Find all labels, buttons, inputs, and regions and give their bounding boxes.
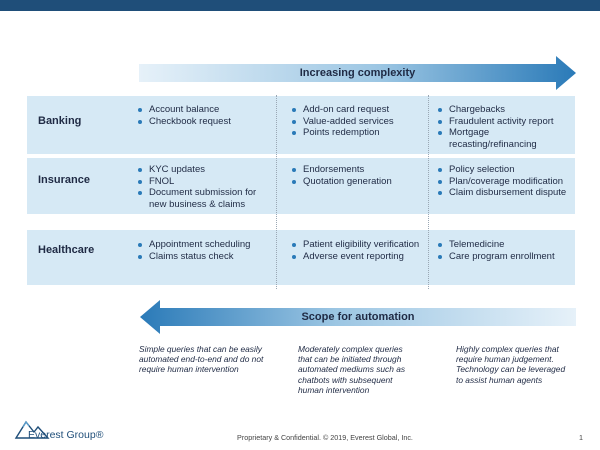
cell-insurance-simple: KYC updates FNOL Document submission for… xyxy=(136,164,268,210)
confidential-notice: Proprietary & Confidential. © 2019, Ever… xyxy=(237,433,413,442)
list-item: Add-on card request xyxy=(290,104,425,116)
list-item: Care program enrollment xyxy=(436,251,572,263)
list-item: Patient eligibility verification xyxy=(290,239,420,251)
list-item: FNOL xyxy=(136,176,268,188)
cell-insurance-moderate: Endorsements Quotation generation xyxy=(290,164,425,187)
list-item: Document submission for new business & c… xyxy=(136,187,268,210)
cell-healthcare-simple: Appointment scheduling Claims status che… xyxy=(136,239,271,262)
arrow-left-shape xyxy=(140,300,576,334)
list-item: Fraudulent activity report xyxy=(436,116,566,128)
cell-healthcare-moderate: Patient eligibility verification Adverse… xyxy=(290,239,420,262)
list-item: Adverse event reporting xyxy=(290,251,420,263)
increasing-complexity-arrow: Increasing complexity xyxy=(139,56,576,90)
logo-text: Everest Group® xyxy=(28,429,104,441)
description-moderate: Moderately complex queries that can be i… xyxy=(298,344,406,395)
column-divider-1 xyxy=(276,95,277,289)
cell-banking-simple: Account balance Checkbook request xyxy=(136,104,266,127)
list-item: Mortgage recasting/refinancing xyxy=(436,127,566,150)
list-item: Account balance xyxy=(136,104,266,116)
scope-for-automation-arrow: Scope for automation xyxy=(140,300,576,334)
column-divider-2 xyxy=(428,95,429,289)
scope-for-automation-label: Scope for automation xyxy=(301,311,415,323)
list-item: Policy selection xyxy=(436,164,572,176)
list-item: KYC updates xyxy=(136,164,268,176)
list-item: Telemedicine xyxy=(436,239,572,251)
list-item: Value-added services xyxy=(290,116,425,128)
cell-banking-complex: Chargebacks Fraudulent activity report M… xyxy=(436,104,566,150)
description-complex: Highly complex queries that require huma… xyxy=(456,344,566,385)
everest-group-logo-icon xyxy=(14,420,50,439)
cell-healthcare-complex: Telemedicine Care program enrollment xyxy=(436,239,572,262)
list-item: Appointment scheduling xyxy=(136,239,271,251)
row-title-banking: Banking xyxy=(38,115,82,127)
header-bar xyxy=(0,0,600,11)
list-item: Plan/coverage modification xyxy=(436,176,572,188)
list-item: Checkbook request xyxy=(136,116,266,128)
cell-banking-moderate: Add-on card request Value-added services… xyxy=(290,104,425,139)
list-item: Claim disbursement dispute xyxy=(436,187,572,199)
page-number: 1 xyxy=(579,433,583,442)
row-title-insurance: Insurance xyxy=(38,174,90,186)
increasing-complexity-label: Increasing complexity xyxy=(299,67,416,79)
row-title-healthcare: Healthcare xyxy=(38,244,95,256)
list-item: Points redemption xyxy=(290,127,425,139)
arrow-right-shape xyxy=(139,56,576,90)
list-item: Quotation generation xyxy=(290,176,425,188)
description-simple: Simple queries that can be easily automa… xyxy=(139,344,264,375)
cell-insurance-complex: Policy selection Plan/coverage modificat… xyxy=(436,164,572,199)
list-item: Endorsements xyxy=(290,164,425,176)
list-item: Chargebacks xyxy=(436,104,566,116)
row-healthcare: Healthcare xyxy=(27,230,575,285)
row-banking: Banking xyxy=(27,96,575,154)
list-item: Claims status check xyxy=(136,251,271,263)
row-insurance: Insurance xyxy=(27,158,575,214)
